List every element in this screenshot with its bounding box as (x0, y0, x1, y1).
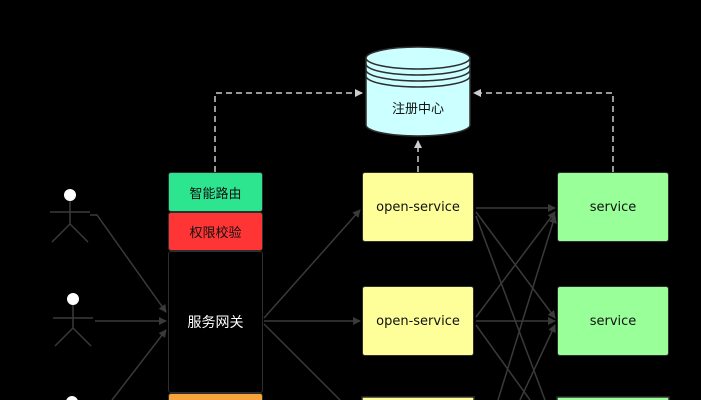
gateway-module-label: 智能路由 (189, 186, 242, 202)
service-node: service (557, 172, 669, 242)
service-node: service (557, 286, 669, 356)
registry-database-icon (365, 46, 471, 137)
gateway-module-label: 权限校验 (189, 226, 242, 241)
open-service-label: open-service (376, 199, 460, 215)
service-to-registry-edge (473, 89, 614, 172)
service-edges (475, 204, 557, 400)
gateway-node: 服务网关 (168, 251, 263, 393)
client-user-icon (50, 189, 90, 243)
registration-edges (214, 89, 614, 172)
client-user-icon (53, 293, 93, 347)
gateway-to-registry-edge (214, 89, 363, 172)
client-user-icon (66, 396, 78, 400)
gateway-edges (263, 209, 361, 400)
service-label: service (589, 199, 637, 215)
open-service-label: open-service (376, 313, 460, 329)
gateway-label: 服务网关 (187, 315, 244, 331)
open-service-node: open-service (362, 286, 474, 356)
service-node-partial (556, 396, 670, 400)
open-service-node-partial (361, 396, 475, 400)
client-edges (90, 214, 167, 400)
gateway-module-auth: 权限校验 (168, 212, 263, 251)
service-label: service (589, 313, 637, 329)
gateway-module-partial (168, 393, 263, 400)
open-service-node: open-service (362, 172, 474, 242)
gateway-module-routing: 智能路由 (168, 172, 263, 212)
registry-label: 注册中心 (391, 102, 444, 117)
